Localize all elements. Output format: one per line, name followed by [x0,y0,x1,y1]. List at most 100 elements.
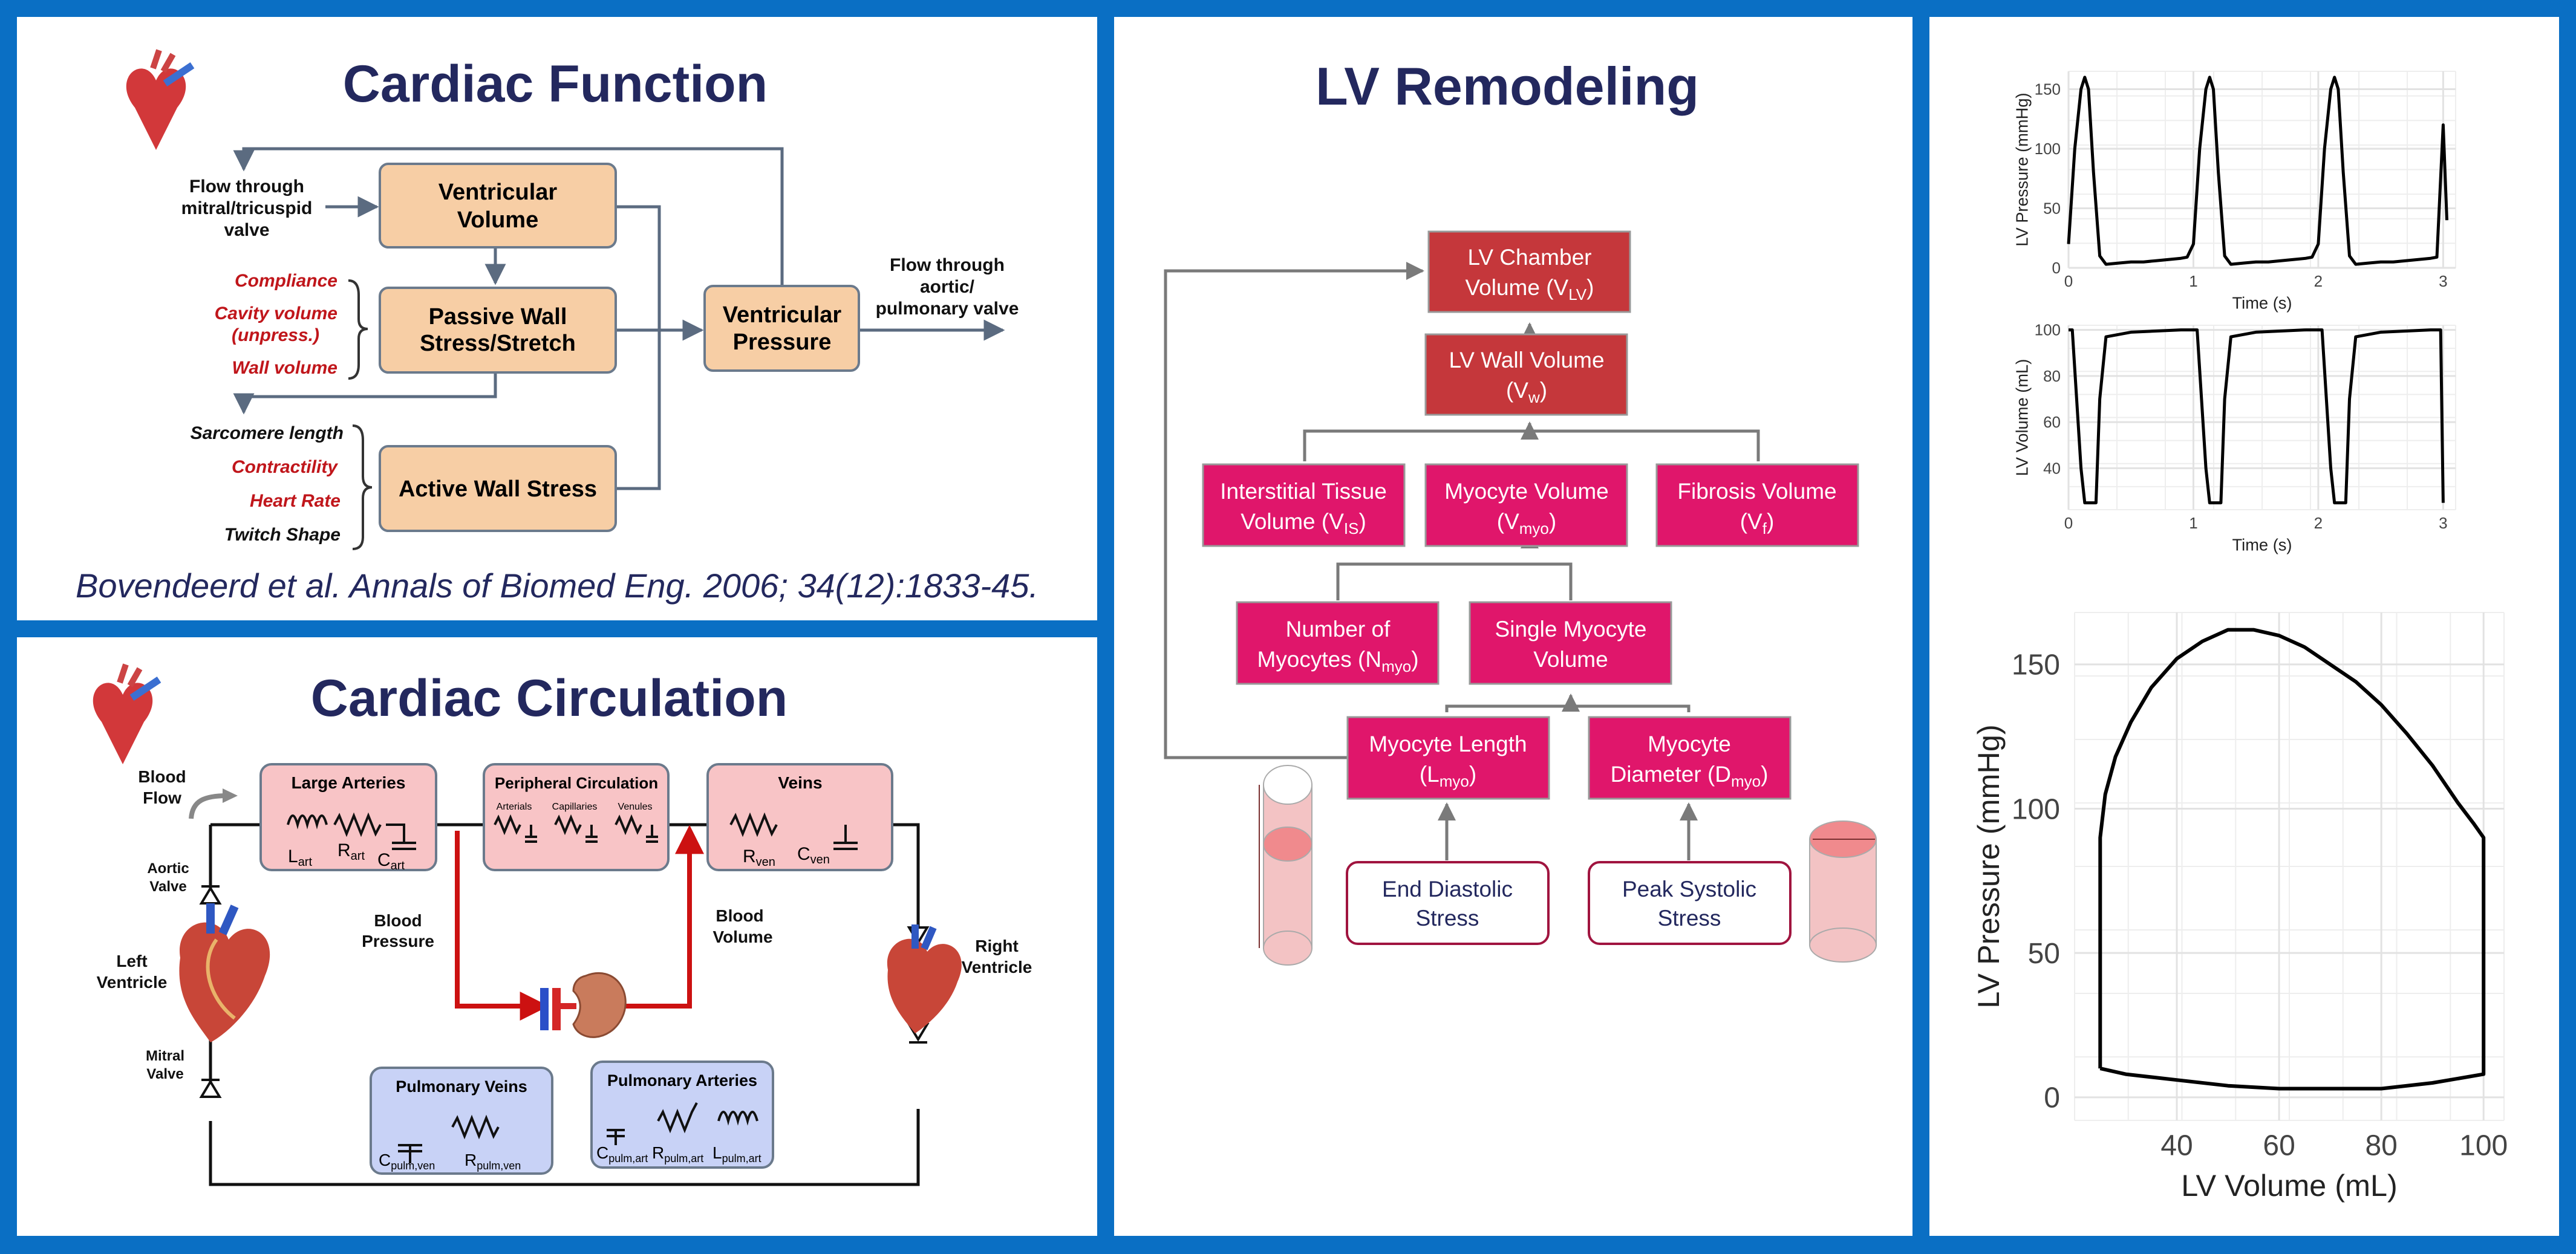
x-tick-label: 1 [2189,272,2197,290]
passive-input-label: Compliance [235,271,337,291]
myocyte-length-box: Myocyte Length (Lmyo) [1346,716,1550,800]
x-tick-label: 40 [2160,1130,2193,1162]
right-ventricle-heart-icon [887,924,962,1033]
kidney-icon [540,972,627,1038]
svg-text:Diameter (Dmyo): Diameter (Dmyo) [1611,762,1769,790]
box-title: Large Arteries [292,773,406,792]
y-tick-label: 50 [2043,200,2061,218]
section-title: LV Remodeling [1316,56,1699,116]
y-tick-label: 150 [2035,80,2061,99]
x-tick-label: 0 [2064,272,2073,290]
myocyte-volume-box: Myocyte Volume (Vmyo) [1424,463,1628,547]
lv-chamber-box: LV Chamber Volume (VLV) [1427,230,1631,313]
fibrosis-box: Fibrosis Volume (Vf) [1655,463,1859,547]
active-input-label: Heart Rate [250,491,341,511]
box-title: Peripheral Circulation [495,774,658,792]
mitral-valve-label: Mitral [146,1048,184,1064]
pulmonary-arteries-box [590,1061,774,1169]
ventricular-pressure-box [703,285,860,372]
arteries-circuit [287,812,416,850]
right-ventricle-label: Ventricle [962,958,1032,976]
single-myocyte-box: Single Myocyte Volume [1469,601,1672,685]
flow-arrow-icon [189,793,228,819]
box-label: Active Wall Stress [399,476,597,502]
peak-systolic-stress-box: Peak Systolic Stress [1588,861,1792,945]
y-tick-label: 50 [2028,938,2060,970]
volume-arrow [622,825,704,1009]
svg-text:LV Wall Volume: LV Wall Volume [1449,348,1604,372]
svg-text:Stress: Stress [1416,906,1479,931]
active-wall-box [379,445,617,532]
y-tick-label: 100 [2012,793,2060,825]
pressure-arrow [455,831,549,1021]
x-tick-label: 80 [2365,1130,2397,1162]
x-tick-label: 100 [2459,1130,2508,1162]
peripheral-circuit [494,814,658,843]
section-title: Cardiac Circulation [311,669,788,727]
pulmonary-veins-box [370,1067,553,1175]
box-label: Ventricular [439,180,558,205]
series-line [2067,76,2448,266]
svg-text:Lpulm,art: Lpulm,art [712,1143,761,1165]
x-tick-label: 2 [2314,514,2323,532]
flow-in-label: mitral/tricuspid [181,198,313,218]
y-tick-label: 80 [2043,367,2061,385]
svg-text:Cart: Cart [377,850,405,872]
box-title: Pulmonary Veins [396,1077,527,1096]
x-axis-label: LV Volume (mL) [2181,1168,2398,1203]
left-ventricle-label: Left [116,952,147,970]
svg-text:Number of: Number of [1286,617,1391,642]
flow-in-label: Flow through [189,177,304,197]
number-myocytes-box: Number of Myocytes (Nmyo) [1236,601,1440,685]
y-tick-label: 0 [2044,1082,2060,1114]
y-tick-label: 100 [2035,140,2061,158]
svg-text:Stress: Stress [1658,906,1721,931]
passive-input-label: Cavity volume [215,304,337,323]
svg-text:Cpulm,ven: Cpulm,ven [379,1151,435,1172]
active-input-label: Twitch Shape [224,525,341,545]
svg-text:(Vf): (Vf) [1740,509,1775,538]
svg-text:End Diastolic: End Diastolic [1382,877,1513,902]
interstitial-box: Interstitial Tissue Volume (VIS) [1202,463,1406,547]
series-line [2098,628,2486,1091]
svg-text:Volume: Volume [1533,647,1608,672]
y-axis-label: LV Pressure (mmHg) [2012,93,2031,246]
pulm-veins-circuit [398,1114,500,1163]
cardiac-circulation-panel: Cardiac Circulation Large Arteries Lart … [17,637,1097,1236]
cardiac-circulation-diagram: Cardiac Circulation Large Arteries Lart … [93,663,1032,1186]
lv-wall-box: LV Wall Volume (Vw) [1424,333,1628,416]
box-label: Stress/Stretch [420,331,576,356]
sub-label: Capillaries [552,802,598,812]
aortic-valve-label: Valve [149,879,186,895]
box-title: Veins [778,773,822,792]
thickened-cell-icon [1809,820,1877,963]
svg-text:Interstitial Tissue: Interstitial Tissue [1220,479,1387,504]
peripheral-circulation-box [483,763,670,871]
veins-circuit [729,812,858,850]
svg-text:Myocyte Length: Myocyte Length [1369,732,1527,756]
active-input-label: Contractility [232,457,338,477]
x-tick-label: 3 [2439,514,2447,532]
svg-text:Single Myocyte: Single Myocyte [1495,617,1647,642]
x-tick-label: 2 [2314,272,2323,290]
x-tick-label: 0 [2064,514,2073,532]
y-tick-label: 60 [2043,413,2061,431]
svg-text:Volume (VLV): Volume (VLV) [1466,275,1594,304]
end-diastolic-stress-box: End Diastolic Stress [1346,861,1550,945]
flow-in-label: valve [224,220,269,240]
ventricular-volume-box [379,163,617,249]
passive-input-label: Wall volume [232,358,338,378]
cardiac-function-panel: Cardiac Function Ventricular Volume Pass… [17,17,1097,620]
svg-text:Cpulm,art: Cpulm,art [596,1143,648,1165]
svg-text:Rart: Rart [337,840,365,863]
y-tick-label: 40 [2043,459,2061,477]
citation: Bovendeerd et al. Annals of Biomed Eng. … [76,567,1039,605]
sub-label: Arterials [497,802,532,812]
myocyte-diameter-box: Myocyte Diameter (Dmyo) [1588,716,1792,800]
blood-flow-label: Flow [143,788,181,807]
blood-flow-label: Blood [138,767,186,786]
